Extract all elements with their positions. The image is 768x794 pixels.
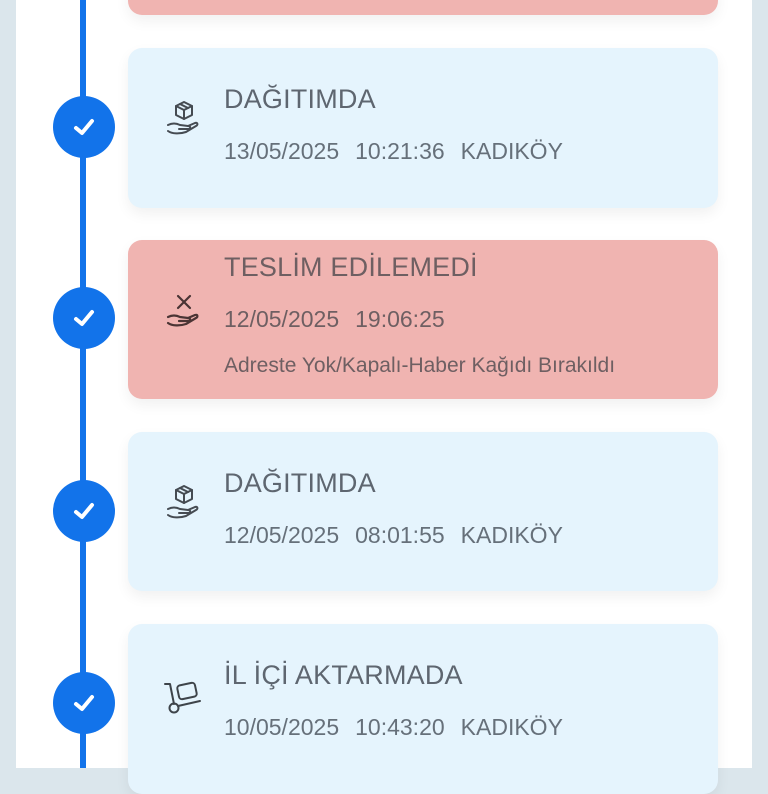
timeline-card[interactable]: TESLİM EDİLEMEDİ 12/05/2025 19:06:25 Adre…	[128, 240, 718, 399]
status-title: DAĞITIMDA	[224, 84, 376, 114]
timeline-card[interactable]: İL İÇİ AKTARMADA 10/05/2025 10:43:20 KADIK…	[128, 624, 718, 794]
timeline-card[interactable]: DAĞITIMDA 13/05/2025 10:21:36 KADIKÖY	[128, 48, 718, 208]
event-date: 13/05/2025	[224, 138, 340, 164]
event-time: 08:01:55	[355, 522, 445, 548]
check-circle-icon	[53, 287, 115, 349]
check-circle-icon	[53, 480, 115, 542]
event-date: 10/05/2025	[224, 714, 340, 740]
timeline-line	[80, 0, 86, 768]
hand-x-icon	[166, 294, 199, 327]
hand-package-icon	[167, 485, 199, 519]
event-note: Adreste Yok/Kapalı-Haber Kağıdı Bırakıld…	[224, 354, 616, 377]
event-location: KADIKÖY	[460, 522, 563, 548]
event-time: 10:43:20	[355, 714, 445, 740]
event-time: 10:21:36	[355, 138, 445, 164]
hand-package-icon	[167, 101, 199, 135]
status-title: TESLİM EDİLEMEDİ	[224, 252, 478, 282]
event-meta: 13/05/2025 10:21:36 KADIKÖY	[224, 138, 579, 165]
event-location: KADIKÖY	[460, 138, 563, 164]
event-date: 12/05/2025	[224, 306, 340, 332]
event-meta: 10/05/2025 10:43:20 KADIKÖY	[224, 714, 579, 741]
timeline-card-partial[interactable]	[128, 0, 718, 15]
check-circle-icon	[53, 96, 115, 158]
event-time: 19:06:25	[355, 306, 445, 332]
event-meta: 12/05/2025 08:01:55 KADIKÖY	[224, 522, 579, 549]
status-title: DAĞITIMDA	[224, 468, 376, 498]
check-circle-icon	[53, 672, 115, 734]
hand-truck-icon	[164, 681, 201, 714]
event-meta: 12/05/2025 19:06:25	[224, 306, 461, 333]
status-title: İL İÇİ AKTARMADA	[224, 660, 463, 690]
event-date: 12/05/2025	[224, 522, 340, 548]
event-location: KADIKÖY	[460, 714, 563, 740]
timeline-card[interactable]: DAĞITIMDA 12/05/2025 08:01:55 KADIKÖY	[128, 432, 718, 591]
